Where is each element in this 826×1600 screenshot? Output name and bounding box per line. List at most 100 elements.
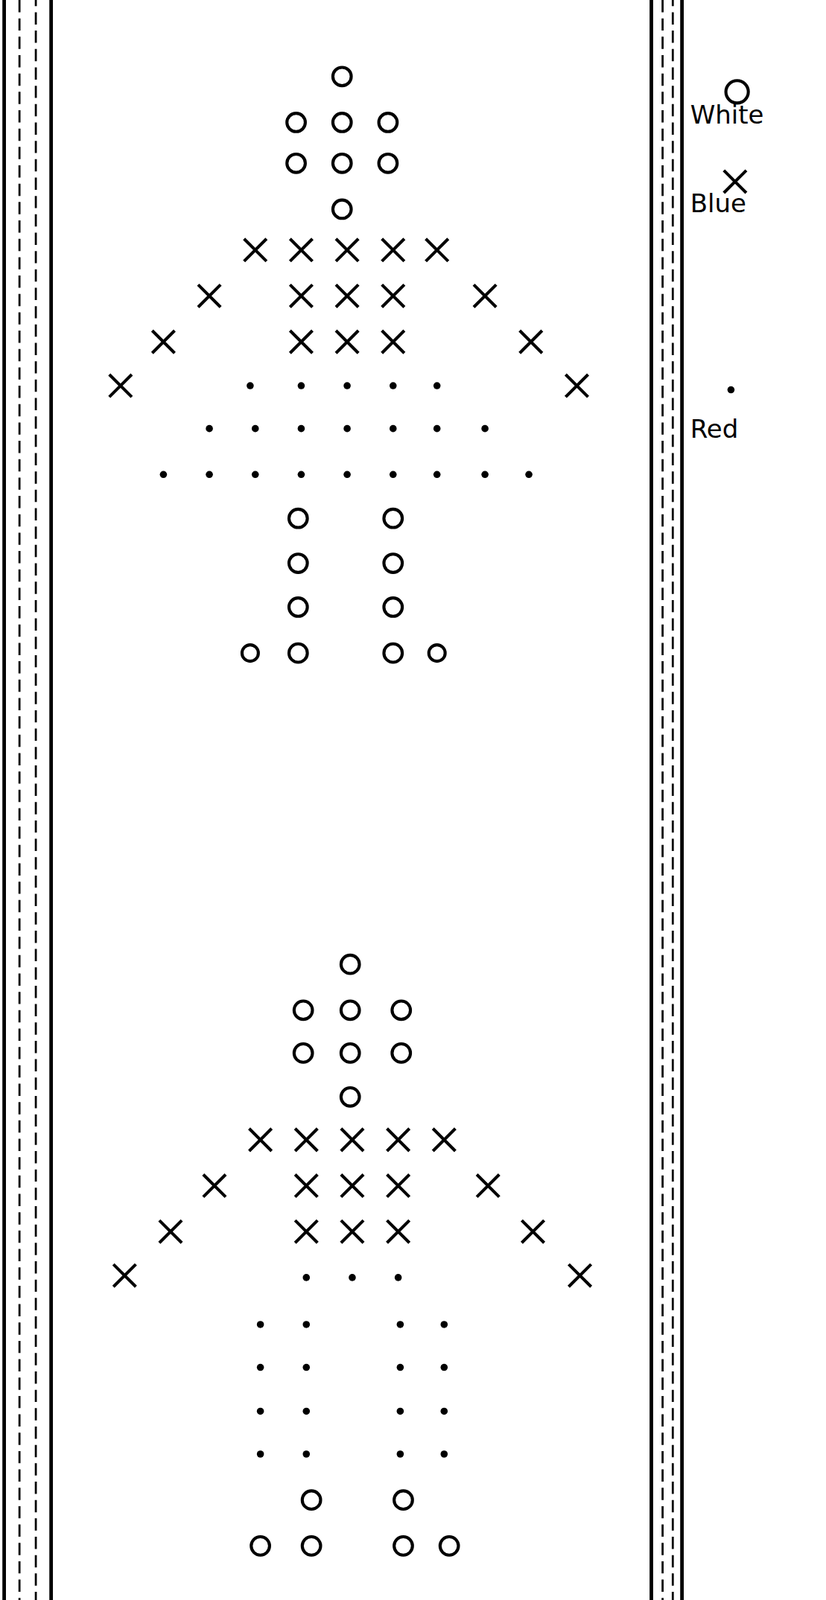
red-bead [440, 1408, 449, 1416]
red-bead [389, 471, 397, 479]
blue-bead [341, 1220, 364, 1244]
blue-bead [426, 239, 449, 262]
white-bead [286, 154, 306, 173]
red-bead [481, 425, 489, 433]
blue-bead [109, 374, 132, 397]
red-bead [297, 425, 306, 433]
white-bead [394, 1537, 413, 1556]
border-dash [671, 0, 675, 1600]
blue-bead [335, 330, 359, 354]
red-bead [440, 1321, 449, 1329]
blue-bead [723, 170, 747, 193]
border-line [649, 0, 654, 1600]
red-bead [256, 1321, 265, 1329]
legend-label: Blue [690, 190, 747, 216]
blue-bead [289, 239, 313, 262]
blue-bead [569, 1264, 592, 1288]
white-bead [288, 554, 308, 573]
red-bead [389, 425, 397, 433]
blue-bead [382, 330, 405, 354]
red-bead [343, 471, 351, 479]
white-bead [288, 644, 308, 663]
white-bead [391, 1001, 411, 1020]
blue-bead [432, 1129, 456, 1152]
blue-bead [294, 1174, 318, 1197]
white-bead [286, 113, 306, 132]
white-bead [332, 113, 352, 132]
red-bead [440, 1450, 449, 1459]
blue-bead [335, 284, 359, 307]
blue-bead [335, 239, 359, 262]
red-bead [205, 425, 214, 433]
blue-bead [151, 330, 175, 354]
border-band [651, 0, 683, 1600]
blue-bead [198, 284, 221, 307]
blue-bead [341, 1129, 364, 1152]
red-bead [433, 425, 441, 433]
white-bead [242, 645, 259, 662]
white-bead [429, 645, 446, 662]
white-bead [288, 509, 308, 529]
border-line [680, 0, 684, 1600]
border-dash [35, 0, 38, 1600]
white-bead [302, 1537, 322, 1556]
red-bead [396, 1408, 405, 1416]
blue-bead [521, 1220, 544, 1244]
white-bead [383, 644, 403, 663]
blue-bead [473, 284, 497, 307]
red-bead [251, 471, 260, 479]
border-line [49, 0, 53, 1600]
white-bead [440, 1537, 459, 1556]
blue-bead [387, 1129, 410, 1152]
white-bead [341, 1001, 360, 1020]
white-bead [341, 955, 360, 975]
red-bead [727, 386, 736, 395]
red-bead [302, 1364, 310, 1372]
white-bead [294, 1001, 313, 1020]
red-bead [302, 1321, 310, 1329]
blue-bead [519, 330, 543, 354]
red-bead [525, 471, 533, 479]
blue-bead [387, 1174, 410, 1197]
white-bead [726, 80, 749, 103]
white-bead [379, 154, 398, 173]
blue-bead [249, 1129, 272, 1152]
white-bead [383, 554, 403, 573]
white-bead [332, 154, 352, 173]
legend-label: Red [690, 416, 739, 442]
red-bead [302, 1450, 310, 1459]
white-bead [391, 1044, 411, 1063]
red-bead [396, 1450, 405, 1459]
red-bead [343, 425, 351, 433]
red-bead [256, 1364, 265, 1372]
white-bead [341, 1044, 360, 1063]
red-bead [256, 1408, 265, 1416]
blue-bead [203, 1174, 226, 1197]
blue-bead [382, 239, 405, 262]
border-dash [18, 0, 21, 1600]
red-bead [481, 471, 489, 479]
red-bead [302, 1408, 310, 1416]
blue-bead [294, 1129, 318, 1152]
white-bead [394, 1491, 413, 1510]
white-bead [383, 598, 403, 617]
border-dash [661, 0, 664, 1600]
blue-bead [387, 1220, 410, 1244]
white-bead [383, 509, 403, 529]
white-bead [332, 67, 352, 86]
red-bead [396, 1321, 405, 1329]
blue-bead [476, 1174, 500, 1197]
blue-bead [289, 284, 313, 307]
blue-bead [382, 284, 405, 307]
border-band [4, 0, 52, 1600]
red-bead [440, 1364, 449, 1372]
blue-bead [159, 1220, 182, 1244]
red-bead [389, 382, 397, 390]
white-bead [251, 1537, 270, 1556]
red-bead [246, 382, 254, 390]
white-bead [288, 598, 308, 617]
border-line [2, 0, 6, 1600]
legend-label: White [690, 102, 765, 128]
